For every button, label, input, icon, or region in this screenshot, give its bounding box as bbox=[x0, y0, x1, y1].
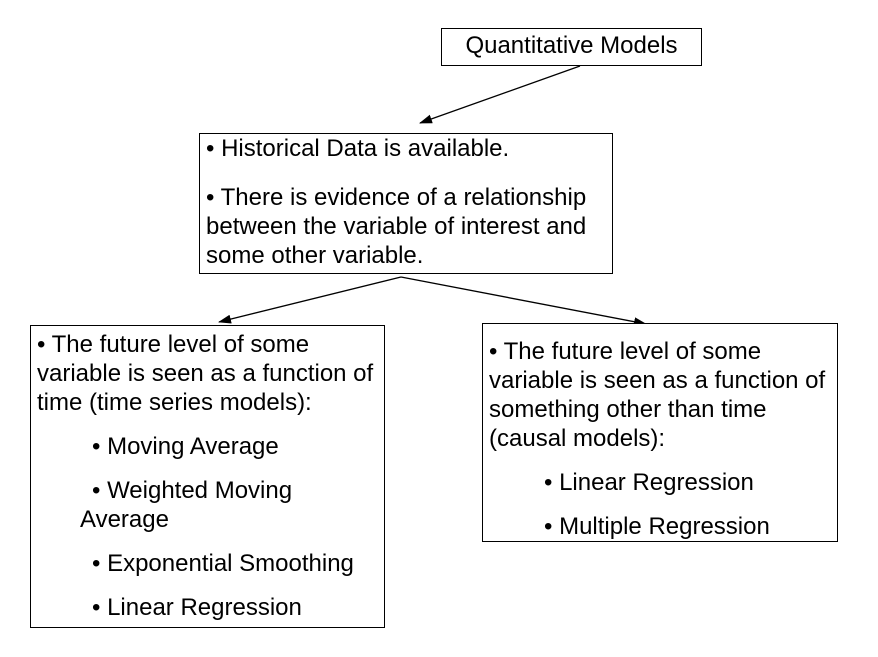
causal-model-linear-regression: • Linear Regression bbox=[544, 469, 754, 496]
time-series-models-box: • The future level of some variable is s… bbox=[30, 325, 385, 628]
arrow-conditions-to-causal bbox=[400, 276, 647, 327]
time-series-model-exponential-smoothing: • Exponential Smoothing bbox=[92, 550, 354, 577]
causal-model-multiple-regression: • Multiple Regression bbox=[544, 513, 770, 540]
time-series-intro: • The future level of some variable is s… bbox=[37, 331, 374, 416]
time-series-model-moving-average: • Moving Average bbox=[92, 433, 279, 460]
causal-models-box: • The future level of some variable is s… bbox=[482, 323, 838, 542]
quantitative-models-label: Quantitative Models bbox=[465, 32, 678, 59]
condition-bullet-historical-data: • Historical Data is available. bbox=[206, 135, 510, 162]
conditions-box: • Historical Data is available. • There … bbox=[199, 133, 613, 274]
quantitative-models-box: Quantitative Models bbox=[441, 28, 702, 66]
condition-bullet-relationship: • There is evidence of a relationship be… bbox=[206, 184, 587, 269]
arrow-conditions-to-time-series bbox=[218, 276, 402, 324]
causal-intro: • The future level of some variable is s… bbox=[489, 338, 826, 452]
time-series-model-weighted-moving-average: • Weighted Moving Average bbox=[80, 477, 293, 533]
time-series-model-linear-regression: • Linear Regression bbox=[92, 594, 302, 621]
arrow-root-to-conditions bbox=[419, 65, 581, 124]
